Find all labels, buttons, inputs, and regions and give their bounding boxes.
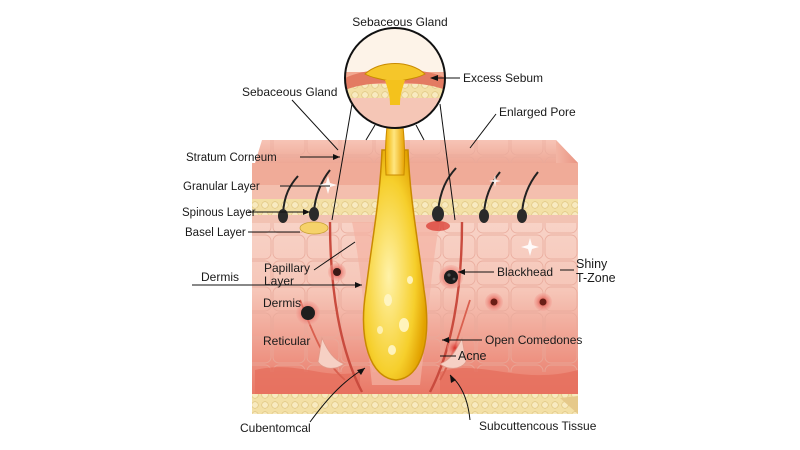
label-dermis-inner: Dermis xyxy=(263,296,301,310)
leader-arrowheads xyxy=(303,75,465,383)
label-dermis-outer: Dermis xyxy=(201,270,239,284)
label-acne: Acne xyxy=(458,349,487,363)
follicle-wall-right xyxy=(428,221,464,393)
magnified-view xyxy=(344,27,446,129)
label-papillary-layer-line2: Layer xyxy=(264,274,294,288)
sebaceous-gland xyxy=(362,149,428,381)
label-shiny-line1: Shiny xyxy=(576,257,608,271)
leader-lines xyxy=(192,77,574,423)
label-spinous-layer: Spinous Layer xyxy=(182,207,256,219)
granular-layer-band xyxy=(252,185,578,199)
follicle-wall-left xyxy=(328,221,364,393)
label-shiny-line2: T-Zone xyxy=(576,271,616,285)
label-stratum-corneum: Stratum Corneum xyxy=(186,152,277,164)
hair-follicles-right xyxy=(426,167,539,231)
label-reticular: Reticular xyxy=(263,334,310,348)
label-cubentomcal: Cubentomcal xyxy=(240,421,311,435)
label-subcutaneous-tissue: Subcuttencous Tissue xyxy=(479,419,597,433)
label-basel-layer: Basel Layer xyxy=(185,227,246,239)
label-blackhead: Blackhead xyxy=(497,265,553,279)
label-papillary-layer-line1: Papillary xyxy=(264,261,310,275)
label-sebaceous-gland-top: Sebaceous Gland xyxy=(352,15,447,29)
label-sebaceous-gland-left: Sebaceous Gland xyxy=(242,85,337,99)
stratum-corneum-layer xyxy=(252,163,578,185)
blackhead xyxy=(439,265,463,289)
label-enlarged-pore: Enlarged Pore xyxy=(499,105,576,119)
shine-sparkles xyxy=(319,175,539,256)
subcutaneous-fat-layer xyxy=(252,394,578,414)
label-open-comedones: Open Comedones xyxy=(485,333,582,347)
label-granular-layer: Granular Layer xyxy=(183,181,260,193)
label-excess-sebum: Excess Sebum xyxy=(463,71,543,85)
acne-spots xyxy=(296,263,552,356)
spinous-layer-band xyxy=(252,199,578,215)
